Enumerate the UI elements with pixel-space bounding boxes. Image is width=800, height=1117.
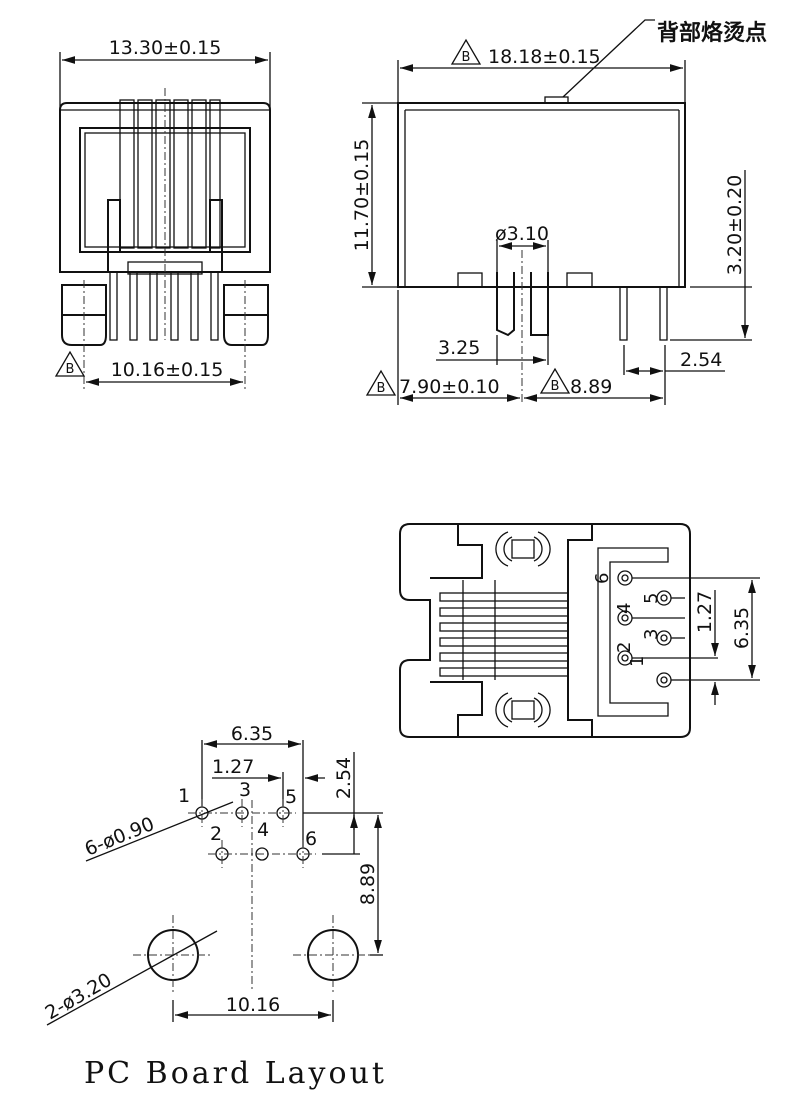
pcb-large-holes (133, 915, 373, 995)
post-diameter-dim: ø3.10 (495, 223, 549, 245)
front-contacts (119, 99, 221, 249)
datum-b-marker: B (539, 367, 571, 394)
pcb-layout: 6.35 1.27 2.54 8.89 1 2 (42, 723, 387, 1091)
pcb-pin-label-4: 4 (257, 819, 269, 841)
front-left-post (61, 284, 107, 346)
bottom-span-dim: 6.35 (731, 607, 753, 649)
pcb-span-dim: 6.35 (231, 723, 273, 745)
pcb-pin-label-1: 1 (178, 785, 190, 807)
small-hole-note: 6-ø0.90 (82, 813, 158, 861)
post-offset-dim: 3.25 (438, 337, 480, 359)
front-body-outline (59, 102, 271, 273)
datum-b-marker: B (365, 369, 397, 396)
bottom-pin-label-6: 6 (592, 573, 613, 584)
datum-b-marker: B (450, 38, 482, 65)
bottom-body-outline (399, 523, 691, 738)
bottom-pin-label-5: 5 (641, 593, 662, 604)
bottom-contacts (439, 580, 569, 680)
front-right-post (223, 284, 269, 346)
pcb-layout-title: PC Board Layout (84, 1056, 387, 1091)
pcb-small-holes (188, 799, 316, 990)
width-dim: 13.30±0.15 (109, 37, 222, 59)
pcb-pin-label-6: 6 (305, 828, 317, 850)
pin-pitch-dim: 2.54 (680, 349, 722, 371)
bottom-pitch-dim: 1.27 (694, 591, 716, 633)
front-pins (109, 271, 219, 341)
soldering-point (544, 96, 569, 104)
height-dim: 11.70±0.15 (351, 139, 373, 252)
soldering-point-note: 背部烙烫点 (657, 20, 767, 46)
front-view: 13.30±0.15 (54, 37, 271, 390)
svg-text:B: B (551, 379, 560, 394)
pcb-pin-label-5: 5 (285, 786, 297, 808)
svg-text:B: B (462, 50, 471, 65)
pin-length-dim: 3.20±0.20 (724, 175, 746, 276)
pcb-post-span-dim: 10.16 (226, 994, 280, 1016)
large-hole-note: 2-ø3.20 (42, 969, 116, 1024)
bottom-pin-label-1: 1 (627, 656, 648, 667)
side-pin (659, 286, 668, 341)
bottom-pin-label-3: 3 (641, 629, 662, 640)
post-to-pin-dim: 8.89 (570, 376, 612, 398)
bottom-view: 1 2 3 4 5 6 6.35 1.27 (399, 523, 760, 738)
bottom-pin-label-4: 4 (614, 603, 635, 614)
side-pin (619, 286, 628, 341)
bottom-pin-label-2: 2 (614, 642, 635, 653)
pin-span-dim: 10.16±0.15 (111, 359, 224, 381)
svg-text:B: B (66, 362, 75, 377)
front-to-post-dim: 7.90±0.10 (399, 376, 500, 398)
bottom-post-bottom (495, 692, 551, 728)
side-view: 背部烙烫点 B 18.18±0.15 11.70±0.15 ø3.10 (351, 19, 767, 405)
pcb-pin-label-2: 2 (210, 823, 222, 845)
svg-text:B: B (377, 381, 386, 396)
pcb-pin-label-3: 3 (239, 779, 251, 801)
pcb-row-offset-dim: 2.54 (333, 757, 355, 799)
length-dim: 18.18±0.15 (488, 46, 601, 68)
bottom-post-top (495, 531, 551, 567)
datum-b-marker: B (54, 350, 86, 377)
pcb-post-row-dim: 8.89 (357, 863, 379, 905)
bottom-pins (617, 570, 718, 688)
pcb-pitch-dim: 1.27 (212, 756, 254, 778)
side-body-outline (397, 102, 686, 288)
